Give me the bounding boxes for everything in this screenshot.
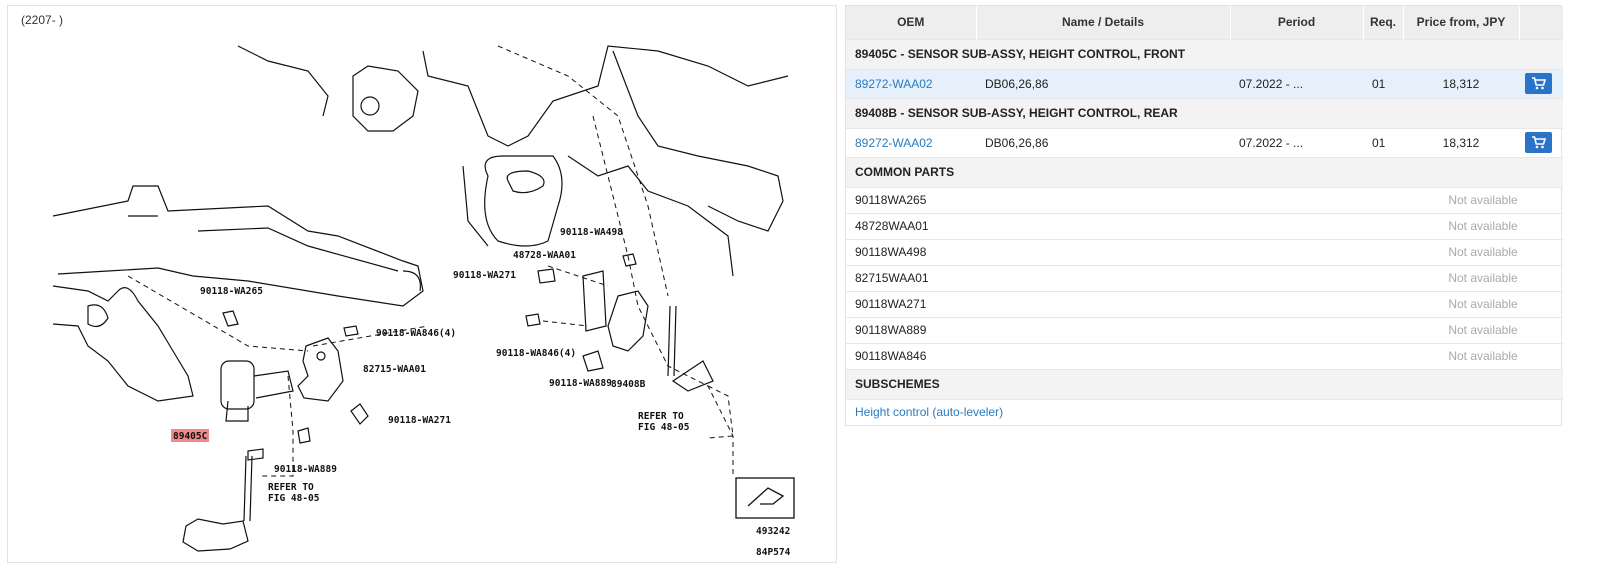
availability: Not available — [1403, 290, 1563, 317]
part-price: 18,312 — [1403, 68, 1519, 98]
list-item: 90118WA846 Not available — [846, 342, 1563, 369]
callout-refer-to-rear-2[interactable]: FIG 48-05 — [638, 422, 690, 433]
callout-90118-wa271-front[interactable]: 90118-WA271 — [388, 415, 451, 426]
cart-icon — [1531, 136, 1546, 149]
group-row-rear: 89408B - SENSOR SUB-ASSY, HEIGHT CONTROL… — [846, 97, 1563, 128]
add-to-cart-button[interactable] — [1525, 73, 1552, 94]
group-row-front: 89405C - SENSOR SUB-ASSY, HEIGHT CONTROL… — [846, 38, 1563, 69]
ref-number-84p574: 84P574 — [756, 547, 791, 558]
parts-panel: OEM Name / Details Period Req. Price fro… — [845, 5, 1564, 426]
callout-90118-wa846-front[interactable]: 90118-WA846(4) — [376, 328, 456, 339]
header-oem[interactable]: OEM — [846, 6, 977, 39]
highlight-89405c — [171, 429, 209, 442]
part-details: DB06,26,86 — [976, 127, 1230, 157]
subscheme-link[interactable]: Height control (auto-leveler) — [855, 405, 1004, 420]
part-period: 07.2022 - ... — [1230, 127, 1363, 157]
parts-table: OEM Name / Details Period Req. Price fro… — [846, 6, 1564, 425]
callout-82715-waa01[interactable]: 82715-WAA01 — [363, 364, 426, 375]
callout-90118-wa271-rear[interactable]: 90118-WA271 — [453, 270, 516, 281]
common-oem: 82715WAA01 — [846, 264, 1403, 291]
scheme-caption: (2207- ) — [21, 13, 64, 27]
group-title: SUBSCHEMES — [846, 368, 1563, 399]
common-oem: 90118WA846 — [846, 342, 1403, 369]
callout-90118-wa265[interactable]: 90118-WA265 — [200, 286, 263, 297]
header-price[interactable]: Price from, JPY — [1403, 6, 1520, 39]
scheme-panel: (2207- ) — [7, 5, 837, 563]
part-price: 18,312 — [1403, 127, 1519, 157]
list-item: 90118WA498 Not available — [846, 238, 1563, 265]
availability: Not available — [1403, 238, 1563, 265]
callout-90118-wa498[interactable]: 90118-WA498 — [560, 227, 623, 238]
callout-90118-wa846-rear[interactable]: 90118-WA846(4) — [496, 348, 576, 359]
list-item: 48728WAA01 Not available — [846, 212, 1563, 239]
availability: Not available — [1403, 342, 1563, 369]
list-item[interactable]: Height control (auto-leveler) — [846, 398, 1563, 425]
part-details: DB06,26,86 — [976, 68, 1230, 98]
common-oem: 90118WA498 — [846, 238, 1403, 265]
group-row-common: COMMON PARTS — [846, 156, 1563, 187]
oem-link[interactable]: 89272-WAA02 — [855, 76, 933, 91]
availability: Not available — [1403, 186, 1563, 213]
header-req[interactable]: Req. — [1363, 6, 1404, 39]
list-item: 90118WA271 Not available — [846, 290, 1563, 317]
group-title: COMMON PARTS — [846, 156, 1563, 187]
callout-89408b[interactable]: 89408B — [611, 379, 646, 390]
group-title: 89405C - SENSOR SUB-ASSY, HEIGHT CONTROL… — [846, 38, 1563, 69]
table-row[interactable]: 89272-WAA02 DB06,26,86 07.2022 - ... 01 … — [846, 127, 1563, 157]
header-action — [1519, 6, 1564, 39]
part-req: 01 — [1363, 127, 1403, 157]
header-period[interactable]: Period — [1230, 6, 1364, 39]
availability: Not available — [1403, 316, 1563, 343]
group-row-subschemes: SUBSCHEMES — [846, 368, 1563, 399]
list-item: 90118WA889 Not available — [846, 316, 1563, 343]
callout-refer-to-rear-1[interactable]: REFER TO — [638, 411, 684, 422]
header-name[interactable]: Name / Details — [976, 6, 1231, 39]
common-oem: 48728WAA01 — [846, 212, 1403, 239]
callout-48728-waa01[interactable]: 48728-WAA01 — [513, 250, 576, 261]
add-to-cart-button[interactable] — [1525, 132, 1552, 153]
common-oem: 90118WA271 — [846, 290, 1403, 317]
ref-number-493242: 493242 — [756, 526, 790, 537]
availability: Not available — [1403, 212, 1563, 239]
callout-90118-wa889-front[interactable]: 90118-WA889 — [274, 464, 337, 475]
callout-89405c[interactable]: 89405C — [173, 431, 208, 442]
callout-refer-to-front-1[interactable]: REFER TO — [268, 482, 314, 493]
common-oem: 90118WA889 — [846, 316, 1403, 343]
common-oem: 90118WA265 — [846, 186, 1403, 213]
part-period: 07.2022 - ... — [1230, 68, 1363, 98]
callout-refer-to-front-2[interactable]: FIG 48-05 — [268, 493, 320, 504]
callout-90118-wa889-rear[interactable]: 90118-WA889 — [549, 378, 612, 389]
list-item: 90118WA265 Not available — [846, 186, 1563, 213]
parts-diagram[interactable]: 90118-WA498 48728-WAA01 90118-WA271 9011… — [8, 6, 837, 563]
table-header: OEM Name / Details Period Req. Price fro… — [846, 6, 1564, 39]
availability: Not available — [1403, 264, 1563, 291]
part-req: 01 — [1363, 68, 1403, 98]
cart-icon — [1531, 77, 1546, 90]
list-item: 82715WAA01 Not available — [846, 264, 1563, 291]
oem-link[interactable]: 89272-WAA02 — [855, 135, 933, 150]
group-title: 89408B - SENSOR SUB-ASSY, HEIGHT CONTROL… — [846, 97, 1563, 128]
table-row[interactable]: 89272-WAA02 DB06,26,86 07.2022 - ... 01 … — [846, 68, 1563, 98]
reference-box — [735, 477, 795, 519]
